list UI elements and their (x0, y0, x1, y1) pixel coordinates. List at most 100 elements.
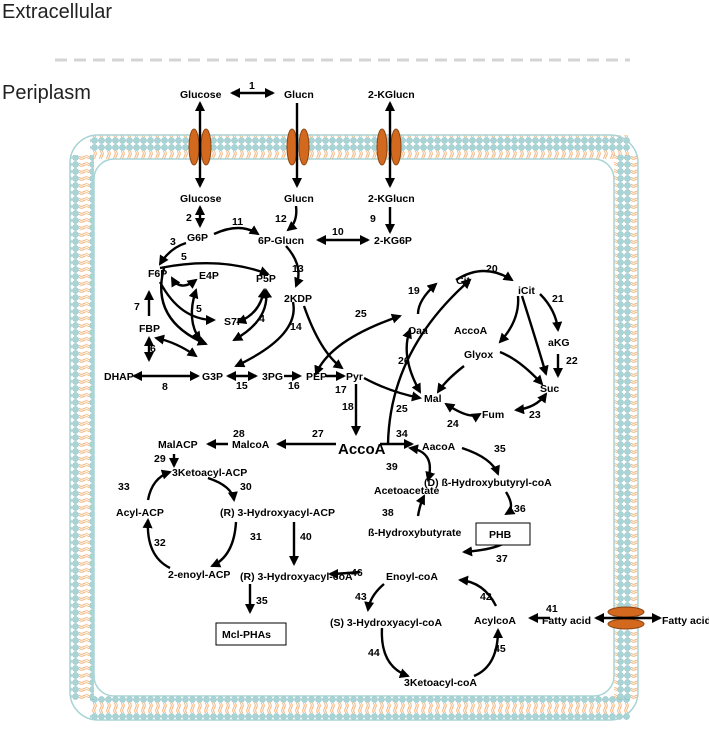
rxn-3: 3 (170, 236, 176, 248)
rxn-12: 12 (275, 213, 287, 225)
fatty-acid-in: Fatty acid (542, 615, 591, 627)
rxn-23: 23 (529, 409, 541, 421)
rxn-7: 7 (134, 301, 140, 313)
rxn-29: 29 (154, 453, 166, 465)
fbp: FBP (139, 323, 160, 335)
metabolite-labels: Glucose Glucn 2-KGlucn Glucose Glucn 2-K… (104, 89, 709, 689)
rxn-20: 20 (486, 263, 498, 275)
enoyl-acp: 2-enoyl-ACP (168, 569, 230, 581)
rxn-24: 24 (447, 418, 459, 430)
mcl-phas-box (215, 622, 287, 646)
rxn-14: 14 (290, 321, 302, 333)
rxn-5-upper: 5 (181, 251, 187, 263)
rxn-27: 27 (312, 428, 324, 440)
acylcoa: AcylcoA (474, 615, 516, 627)
glucn-out: Glucn (284, 89, 314, 101)
s7p: S7P (224, 316, 244, 328)
rxn-33: 33 (118, 481, 130, 493)
rxn-41: 41 (546, 603, 558, 615)
rxn-18: 18 (342, 401, 354, 413)
rxn-26: 26 (398, 355, 410, 367)
periplasm-label: Periplasm (2, 82, 91, 104)
rxn-17: 17 (335, 384, 347, 396)
glucose-out: Glucose (180, 89, 222, 101)
reaction-arrows (131, 87, 663, 679)
rxn-21: 21 (552, 293, 564, 305)
rxn-39: 39 (386, 461, 398, 473)
rxn-1: 1 (249, 80, 255, 92)
d-hb-coa: (D) ß-Hydroxybutyryl-coA (424, 477, 552, 489)
rxn-34: 34 (396, 428, 408, 440)
r-hacyl-coa: (R) 3-Hydroxyacyl-coA (240, 571, 353, 583)
phb: PHB (489, 529, 512, 541)
rxn-8: 8 (162, 381, 168, 393)
f6p: F6P (148, 268, 167, 280)
dhap: DHAP (104, 371, 134, 383)
kdp: 2KDP (284, 293, 312, 305)
rxn-28: 28 (233, 428, 245, 440)
rxn-38: 38 (382, 507, 394, 519)
rxn-15: 15 (236, 380, 248, 392)
rxn-16: 16 (288, 380, 300, 392)
rxn-45: 45 (494, 643, 506, 655)
acyl-acp: Acyl-ACP (116, 507, 164, 519)
rxn-11: 11 (232, 216, 243, 228)
p6glucn: 6P-Glucn (258, 235, 304, 247)
rxn-31: 31 (250, 531, 262, 543)
rxn-40: 40 (300, 531, 312, 543)
mcl-phas: Mcl-PHAs (222, 629, 271, 641)
g6p: G6P (187, 232, 208, 244)
icit: iCit (518, 285, 535, 297)
pep: PEP (306, 371, 327, 383)
ketoacyl-coa: 3Ketoacyl-coA (404, 677, 477, 689)
rxn-36: 36 (514, 503, 526, 515)
enoyl-coa: Enoyl-coA (386, 571, 438, 583)
rxn-19: 19 (408, 285, 420, 297)
rxn-9: 9 (370, 213, 376, 225)
rxn-42: 42 (480, 591, 492, 603)
p5p: P5P (256, 273, 276, 285)
e4p: E4P (199, 270, 219, 282)
fum: Fum (482, 409, 504, 421)
pg3: 3PG (262, 371, 283, 383)
acetoacetate: Acetoacetate (374, 485, 440, 497)
rxn-43: 43 (355, 591, 367, 603)
glucose-in: Glucose (180, 193, 222, 205)
phb-box (475, 522, 531, 546)
rxn-5-lower: 5 (196, 303, 202, 315)
cit: Cit (456, 275, 471, 287)
rxn-25-lower: 25 (396, 403, 408, 415)
rxn-32: 32 (154, 537, 166, 549)
kg6p: 2-KG6P (374, 235, 412, 247)
rxn-10: 10 (332, 226, 344, 238)
pyr: Pyr (346, 371, 363, 383)
malacp: MalACP (158, 439, 198, 451)
reaction-numbers: 1 2 3 5 11 12 10 9 13 5 7 4 6 14 8 15 16… (118, 80, 578, 659)
hb: ß-Hydroxybutyrate (368, 527, 462, 539)
accoa: AccoA (338, 441, 386, 458)
rxn-2: 2 (186, 212, 192, 224)
fatty-acid-out: Fatty acid (662, 615, 709, 627)
rxn-30: 30 (240, 481, 252, 493)
extracellular-label: Extracellular (2, 1, 112, 23)
mal: Mal (424, 393, 442, 405)
rxn-22: 22 (566, 355, 578, 367)
oaa: Oaa (408, 325, 428, 337)
rxn-46: 46 (351, 567, 363, 579)
kglucn-out: 2-KGlucn (368, 89, 415, 101)
aacoa: AacoA (422, 441, 456, 453)
glucn-in: Glucn (284, 193, 314, 205)
rxn-35-lower: 35 (256, 595, 268, 607)
rxn-4: 4 (259, 313, 265, 325)
kglucn-in: 2-KGlucn (368, 193, 415, 205)
rxn-13: 13 (292, 263, 304, 275)
glyox: Glyox (464, 349, 493, 361)
r-hacyl-acp: (R) 3-Hydroxyacyl-ACP (220, 507, 335, 519)
malcoa: MalcoA (232, 439, 270, 451)
akg: aKG (548, 337, 570, 349)
accoa-tca: AccoA (454, 325, 488, 337)
g3p: G3P (202, 371, 223, 383)
inner-membrane (69, 134, 639, 721)
rxn-6: 6 (150, 343, 156, 355)
